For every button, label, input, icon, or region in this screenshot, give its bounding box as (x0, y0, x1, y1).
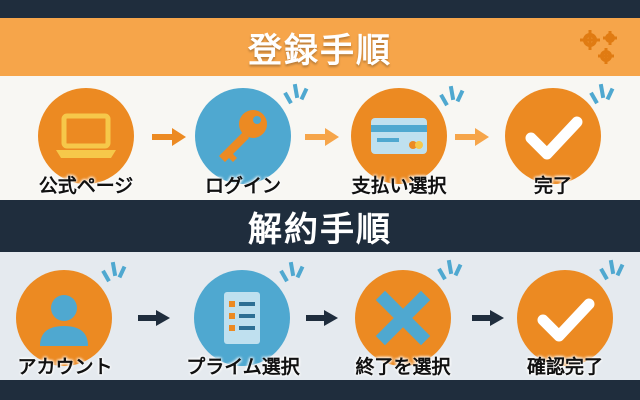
sparkle-lines-icon (279, 261, 305, 283)
registration-step-3: 支払い選択 (334, 76, 465, 200)
step-label: 支払い選択 (351, 175, 447, 197)
cancellation-step-2: プライム選択 (176, 252, 306, 380)
checkmark-icon (537, 298, 595, 342)
arrow-right-icon (472, 310, 504, 326)
sparkle-lines-icon (589, 83, 615, 105)
step-label: プライム選択 (186, 356, 300, 378)
step-label: 終了を選択 (355, 356, 451, 378)
arrow-right-icon (152, 128, 186, 146)
laptop-icon (56, 113, 116, 158)
step-circle (505, 88, 601, 184)
registration-steps-panel: 公式ページ ログイン (0, 76, 640, 200)
step-label: ログイン (204, 175, 281, 197)
registration-step-2: ログイン (178, 76, 309, 200)
step-circle (16, 270, 112, 366)
checkmark-icon (525, 116, 583, 160)
sparkle-lines-icon (599, 259, 625, 281)
cancellation-step-4: 確認完了 (500, 252, 630, 380)
sparkle-lines-icon (283, 83, 309, 105)
step-circle (194, 270, 290, 366)
cancellation-title: 解約手順 (248, 209, 392, 250)
user-icon (40, 295, 88, 346)
step-circle (38, 88, 134, 184)
step-label: 確認完了 (526, 356, 603, 378)
step-circle (351, 88, 447, 184)
sparkle-lines-icon (439, 85, 465, 107)
checklist-icon (224, 292, 260, 344)
sparkle-lines-icon (437, 259, 463, 281)
bottom-edge-bar (0, 380, 640, 400)
step-label: アカウント (17, 356, 113, 378)
arrow-right-icon (306, 310, 338, 326)
registration-step-4: 完了 (488, 76, 618, 200)
registration-step-1: 公式ページ (21, 76, 151, 200)
cancellation-step-3: 終了を選択 (338, 252, 468, 380)
top-edge-bar (0, 0, 640, 18)
arrow-right-icon (138, 310, 170, 326)
step-circle (355, 270, 451, 366)
cancellation-steps-panel: アカウント (0, 252, 640, 380)
cancellation-header: 解約手順 (0, 200, 640, 252)
step-label: 公式ページ (38, 175, 134, 197)
step-circle (517, 270, 613, 366)
step-circle (195, 88, 291, 184)
registration-header: 登録手順 (0, 18, 640, 76)
arrow-right-icon (455, 128, 489, 146)
registration-title: 登録手順 (248, 30, 392, 71)
cross-icon (375, 290, 431, 346)
arrow-right-icon (305, 128, 339, 146)
sparkle-lines-icon (101, 261, 127, 283)
cancellation-step-1: アカウント (0, 252, 130, 380)
key-icon (219, 110, 267, 162)
gears-icon (580, 30, 617, 64)
step-label: 完了 (533, 175, 572, 197)
credit-card-icon (371, 118, 427, 154)
